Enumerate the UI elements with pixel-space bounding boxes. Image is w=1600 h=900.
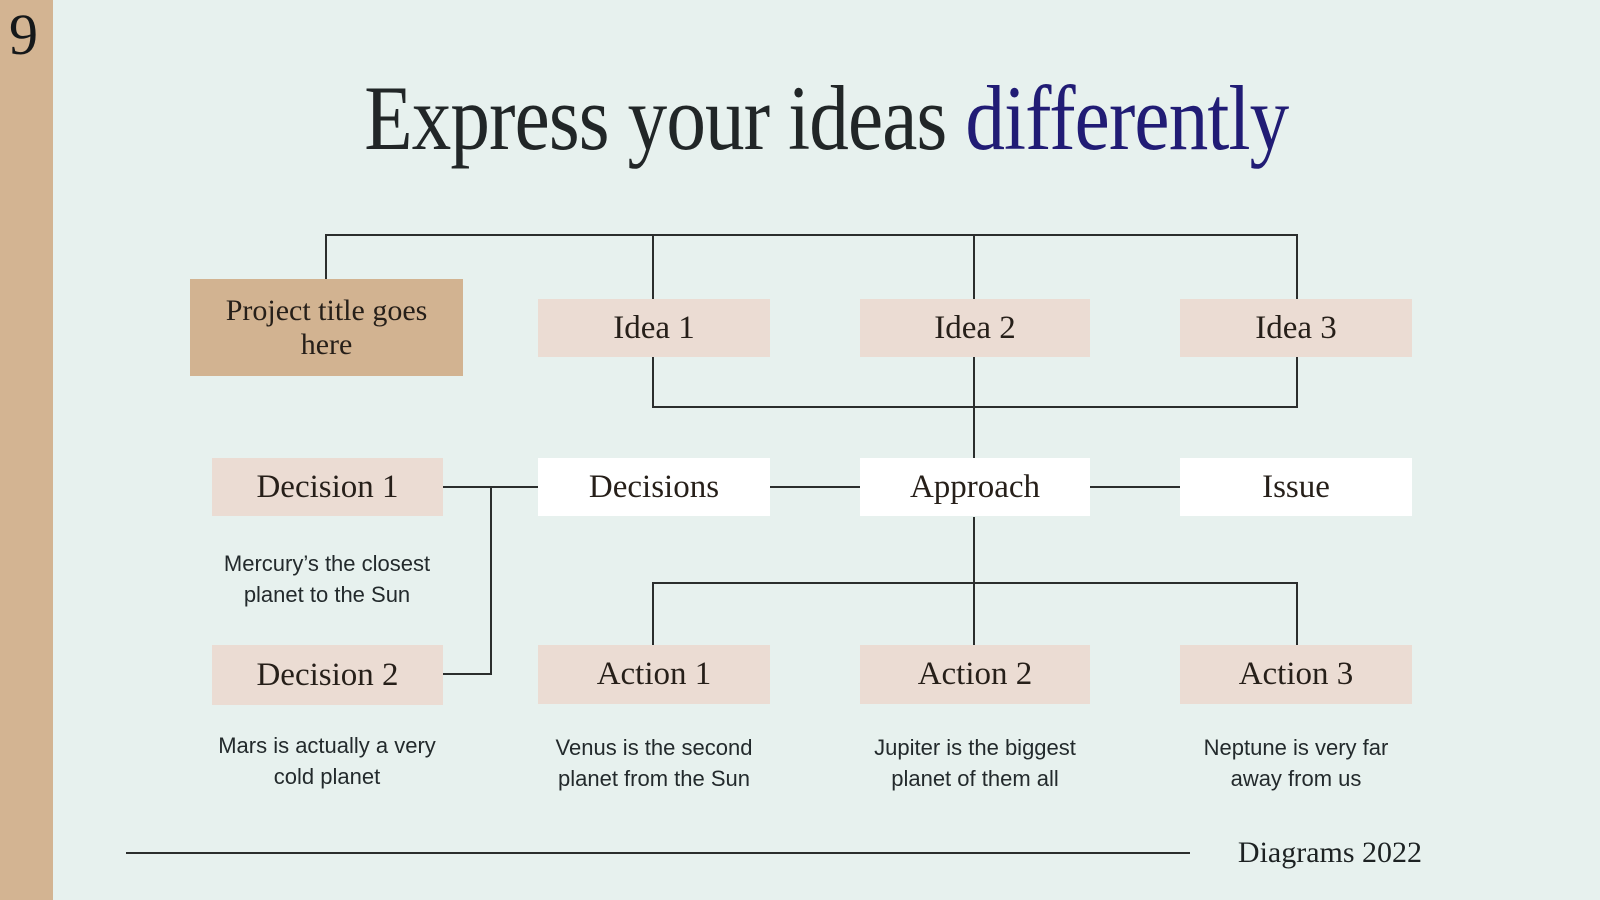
slide-title: Express your ideas differently [53,70,1600,167]
footer-credit: Diagrams 2022 [1237,836,1423,869]
connector-decision-vertical [490,486,492,675]
caption-action-3-line2: away from us [1230,766,1362,791]
connector-action2-drop [973,582,975,646]
title-prefix: Express your ideas [364,67,966,169]
footer-divider-line [126,852,1190,854]
caption-action-1-line2: planet from the Sun [557,766,750,791]
caption-decision-1-line2: planet to the Sun [243,582,411,607]
caption-action-2-line1: Jupiter is the biggest [874,735,1076,760]
connector-idea2-to-approach [973,357,975,459]
node-decision-1: Decision 1 [212,458,443,516]
connector-approach-to-issue [1090,486,1180,488]
node-action-1: Action 1 [538,645,770,704]
connector-action1-drop [652,582,654,646]
connector-idea1-bottom [652,357,654,408]
node-idea-1: Idea 1 [538,299,770,357]
page-number: 9 [9,2,38,67]
caption-action-2-line2: planet of them all [891,766,1059,791]
connector-decision2-stub [443,673,492,675]
page-number-stripe: 9 [0,0,53,900]
caption-action-1: Venus is the second planet from the Sun [484,732,824,794]
node-action-2: Action 2 [860,645,1090,704]
caption-decision-1: Mercury’s the closest planet to the Sun [157,548,497,610]
caption-decision-1-line1: Mercury’s the closest [223,551,431,576]
title-highlight: differently [965,67,1290,169]
caption-decision-2-line2: cold planet [273,764,381,789]
connector-root-drop [325,234,327,280]
node-action-3: Action 3 [1180,645,1412,704]
caption-action-3-line1: Neptune is very far [1203,735,1389,760]
node-idea-3: Idea 3 [1180,299,1412,357]
connector-idea1-drop [652,234,654,299]
caption-decision-2: Mars is actually a very cold planet [157,730,497,792]
connector-approach-bottom [973,517,975,583]
connector-idea2-drop [973,234,975,299]
caption-action-3: Neptune is very far away from us [1126,732,1466,794]
node-idea-2: Idea 2 [860,299,1090,357]
connector-action3-drop [1296,582,1298,646]
connector-idea3-bottom [1296,357,1298,408]
node-project-title: Project title goes here [190,279,463,376]
caption-action-1-line1: Venus is the second [555,735,753,760]
connector-idea3-drop [1296,234,1298,299]
node-approach: Approach [860,458,1090,516]
node-issue: Issue [1180,458,1412,516]
connector-decisions-to-approach [770,486,860,488]
node-decisions: Decisions [538,458,770,516]
node-project-title-line2: here [300,327,353,361]
caption-decision-2-line1: Mars is actually a very [218,733,436,758]
connector-top-horizontal [326,234,1298,236]
caption-action-2: Jupiter is the biggest planet of them al… [805,732,1145,794]
connector-actions-top-horizontal [652,582,1298,584]
node-decision-2: Decision 2 [212,645,443,705]
connector-ideas-bottom-horizontal [652,406,1298,408]
node-project-title-line1: Project title goes [225,293,428,327]
